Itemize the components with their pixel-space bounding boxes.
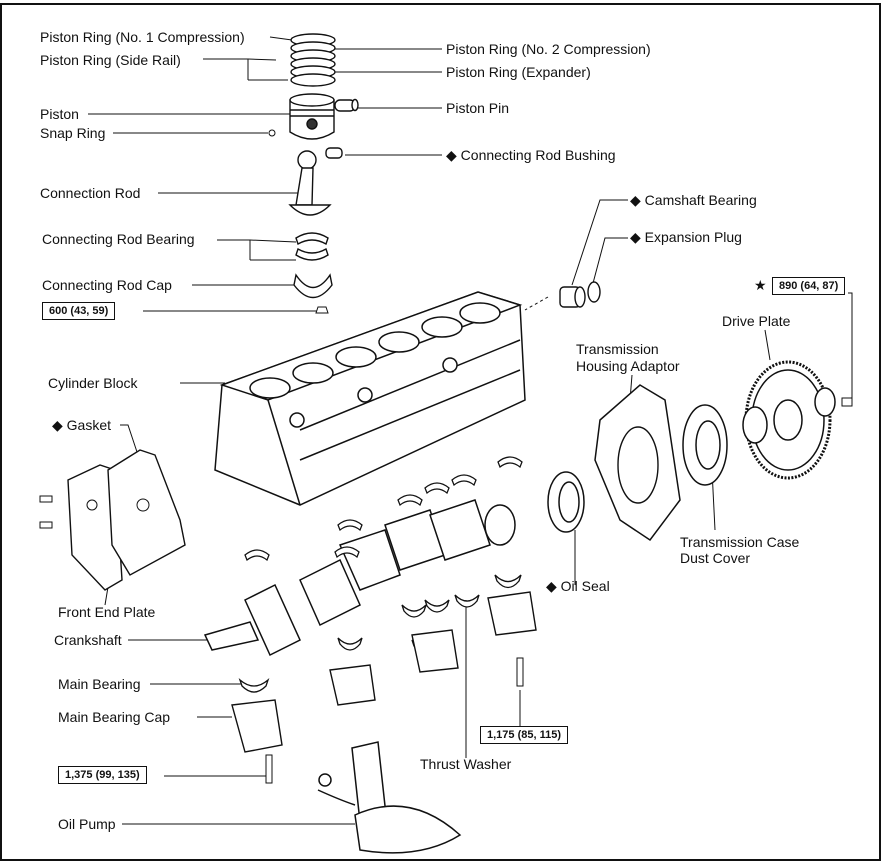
label-piston-pin: Piston Pin [446,100,510,116]
label-piston: Piston [40,106,79,122]
main-bearing-caps-drawing [231,591,537,753]
label-trans-adaptor-2: Housing Adaptor [576,358,680,374]
main-cap-bolts-drawing [265,657,524,784]
label-rod-bushing-text: Connecting Rod Bushing [460,147,616,163]
label-cylinder-block: Cylinder Block [48,375,138,391]
label-trans-adaptor-1: Transmission [576,341,659,357]
oil-seal-drawing [547,471,585,533]
label-main-bearing-cap: Main Bearing Cap [58,709,171,725]
snap-ring-drawing [268,129,276,137]
label-crankshaft: Crankshaft [54,632,122,648]
label-oil-pump: Oil Pump [58,816,116,832]
diamond-marker: ◆ [630,229,641,245]
crankshaft-drawing [203,499,516,657]
label-thrust-washer: Thrust Washer [420,756,512,772]
front-plate-bolts-drawing [39,495,53,529]
label-oil-seal-text: Oil Seal [560,578,610,594]
camshaft-bearing-drawing [559,286,586,308]
piston-drawing [289,93,335,140]
star-marker: ★ [754,277,767,293]
label-camshaft-bearing-text: Camshaft Bearing [644,192,757,208]
label-expansion-plug-text: Expansion Plug [644,229,742,245]
label-rod-bushing: ◆ Connecting Rod Bushing [446,147,616,164]
label-piston-ring-2: Piston Ring (No. 2 Compression) [446,41,651,57]
torque-main-cap-side: 1,175 (85, 115) [480,726,569,744]
rod-bearing-drawing [295,232,329,261]
label-connection-rod: Connection Rod [40,185,141,201]
label-gasket-text: Gasket [66,417,112,433]
label-piston-ring-side: Piston Ring (Side Rail) [40,52,181,68]
rod-bushing-drawing [325,147,343,159]
torque-rod-cap: 600 (43, 59) [42,302,116,320]
gasket-drawing [107,449,186,576]
label-trans-dust-1: Transmission Case [680,534,800,550]
diamond-marker: ◆ [52,417,63,433]
label-piston-ring-1: Piston Ring (No. 1 Compression) [40,29,245,45]
drive-plate-bolt-drawing [841,397,853,407]
cam-bearing-guide [524,296,549,311]
oil-pump-drawing [317,741,462,854]
diamond-marker: ◆ [446,147,457,163]
torque-drive-plate: 890 (64, 87) [772,277,846,295]
torque-main-cap: 1,375 (99, 135) [58,766,147,784]
front-end-plate-drawing [67,464,123,591]
rod-nut-drawing [315,306,329,314]
diamond-marker: ◆ [546,578,557,594]
label-trans-dust-2: Dust Cover [680,550,751,566]
connecting-rod-drawing [288,150,332,216]
border [0,3,881,861]
piston-rings-drawing [290,33,336,87]
label-oil-seal: ◆ Oil Seal [546,578,610,595]
label-front-end-plate: Front End Plate [58,604,156,620]
label-rod-bearing: Connecting Rod Bearing [42,231,195,247]
upper-main-bearings-drawing [244,456,523,562]
label-camshaft-bearing: ◆ Camshaft Bearing [630,192,757,209]
trans-adaptor-drawing [594,384,681,542]
label-drive-plate: Drive Plate [722,313,791,329]
label-main-bearing: Main Bearing [58,676,141,692]
trans-dust-cover-drawing [682,404,728,486]
drive-plate-drawing [742,360,836,480]
rod-cap-drawing [293,273,333,299]
label-expansion-plug: ◆ Expansion Plug [630,229,742,246]
label-piston-ring-expander: Piston Ring (Expander) [446,64,591,80]
expansion-plug-drawing [587,281,601,303]
label-rod-cap: Connecting Rod Cap [42,277,172,293]
diamond-marker: ◆ [630,192,641,208]
label-gasket: ◆ Gasket [52,417,111,434]
piston-pin-drawing [334,98,359,112]
cylinder-block-drawing [214,291,526,506]
label-snap-ring: Snap Ring [40,125,106,141]
